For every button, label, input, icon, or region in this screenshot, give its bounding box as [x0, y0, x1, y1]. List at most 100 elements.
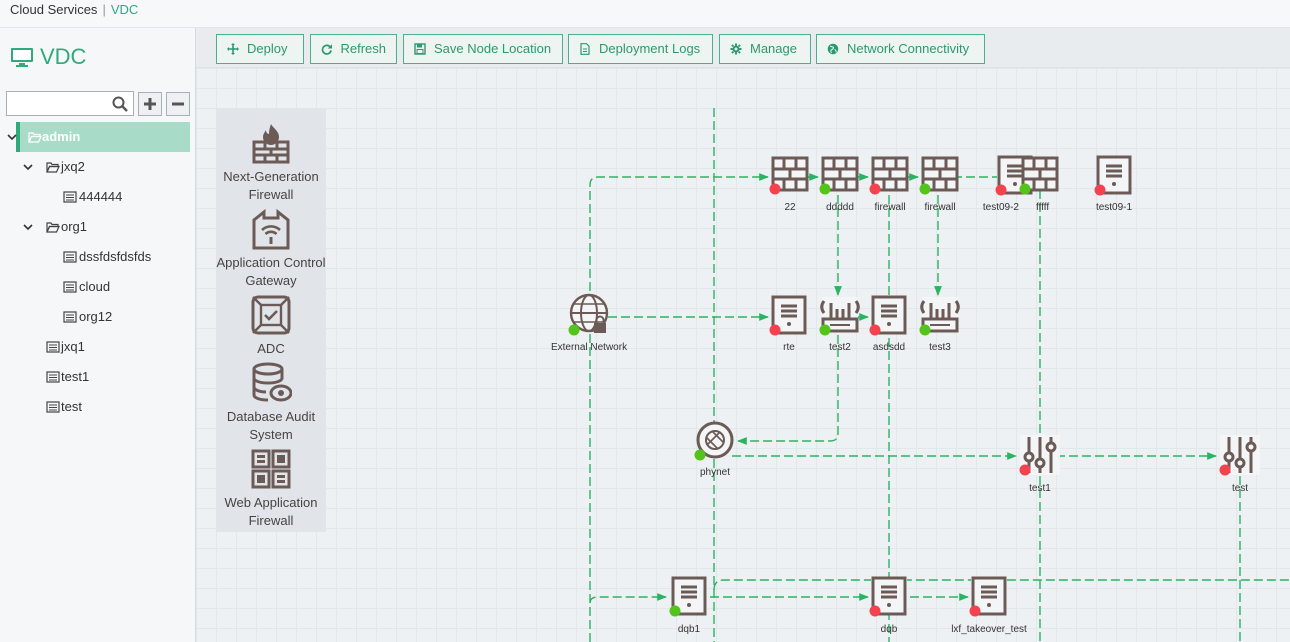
- topology-canvas[interactable]: External Network phynet 22 ddddd firewal…: [196, 68, 1290, 642]
- search-icon[interactable]: [111, 95, 129, 113]
- node-server-lxf-takeover-test[interactable]: lxf_takeover_test: [951, 575, 1027, 635]
- node-firewall-2[interactable]: firewall: [919, 155, 960, 213]
- network-connectivity-label: Network Connectivity: [847, 41, 970, 56]
- tree-node-test[interactable]: test: [0, 392, 196, 422]
- node-label: test: [1232, 483, 1248, 494]
- list-icon: [63, 311, 77, 323]
- node-label: fffff: [1036, 202, 1049, 213]
- web-firewall-icon: [251, 449, 291, 489]
- tree-node-org12[interactable]: org12: [0, 302, 196, 332]
- sidebar: VDC admin jxq2 444444: [0, 28, 196, 642]
- node-label: dqb: [881, 624, 898, 635]
- palette-label-waf: Web Application Firewall: [224, 495, 318, 528]
- breadcrumb-separator: |: [102, 2, 106, 17]
- refresh-label: Refresh: [340, 41, 386, 56]
- sidebar-title: VDC: [10, 44, 86, 70]
- node-label: phynet: [700, 467, 730, 478]
- palette-label-ngfw: Next-Generation Firewall: [223, 169, 319, 202]
- node-server-test09-2[interactable]: test09-2: [983, 154, 1035, 213]
- file-text-icon: [580, 43, 590, 55]
- tree-node-label: test1: [61, 369, 90, 384]
- topology-diagram: External Network phynet 22 ddddd firewal…: [551, 108, 1290, 642]
- node-firewall-22[interactable]: 22: [769, 155, 810, 213]
- tree-node-label: dssfdsfdsfds: [79, 249, 152, 264]
- save-icon: [414, 43, 426, 55]
- deployment-logs-button[interactable]: Deployment Logs: [568, 34, 713, 64]
- add-node-button[interactable]: [138, 91, 162, 116]
- chevron-down-icon[interactable]: [22, 221, 34, 233]
- node-label: firewall: [924, 202, 955, 213]
- minus-icon: [172, 102, 184, 105]
- palette-item-ngfw[interactable]: Next-Generation Firewall: [216, 122, 326, 204]
- node-server-test09-1[interactable]: test09-1: [1094, 154, 1134, 213]
- palette-item-waf[interactable]: Web Application Firewall: [216, 448, 326, 530]
- node-firewall-ddddd[interactable]: ddddd: [819, 155, 860, 213]
- node-router-test3[interactable]: test3: [919, 295, 960, 353]
- palette-item-adc[interactable]: ADC: [216, 294, 326, 358]
- node-server-dqb1[interactable]: dqb1: [669, 575, 709, 635]
- node-label: test09-2: [983, 202, 1020, 213]
- tree-search-input[interactable]: [7, 92, 111, 115]
- gear-icon: [730, 43, 742, 55]
- save-node-location-button[interactable]: Save Node Location: [403, 34, 563, 64]
- palette-item-das[interactable]: Database Audit System: [216, 362, 326, 444]
- folder-open-icon: [46, 162, 60, 173]
- palette-item-acg[interactable]: Application Control Gateway: [216, 208, 326, 290]
- deploy-button[interactable]: Deploy: [216, 34, 304, 64]
- tree-node-jxq2[interactable]: jxq2: [0, 152, 196, 182]
- tree-node-admin[interactable]: admin: [7, 122, 190, 152]
- palette-label-acg: Application Control Gateway: [216, 255, 326, 288]
- tree-node-label: admin: [42, 129, 81, 144]
- node-label: 22: [784, 202, 796, 213]
- remove-node-button[interactable]: [166, 91, 190, 116]
- breadcrumb: Cloud Services | VDC: [0, 0, 1290, 28]
- node-label: test2: [829, 342, 851, 353]
- node-firewall-fffff[interactable]: fffff: [1019, 155, 1060, 213]
- node-label: test3: [929, 342, 951, 353]
- node-firewall-1[interactable]: firewall: [869, 155, 910, 213]
- node-phynet[interactable]: phynet: [694, 421, 734, 478]
- tree-search-row: [6, 91, 190, 116]
- node-label: ddddd: [826, 202, 854, 213]
- tree-node-jxq1[interactable]: jxq1: [0, 332, 196, 362]
- tree-node-cloud[interactable]: cloud: [0, 272, 196, 302]
- breadcrumb-current: VDC: [110, 2, 139, 17]
- node-server-dqb[interactable]: dqb: [869, 575, 909, 635]
- node-label: dqb1: [678, 624, 701, 635]
- tree-node-dssfdsfdsfds[interactable]: dssfdsfdsfds: [0, 242, 196, 272]
- node-external-network[interactable]: External Network: [551, 293, 628, 353]
- globe-icon: [827, 43, 839, 55]
- palette-label-adc: ADC: [257, 341, 285, 356]
- list-icon: [46, 401, 60, 413]
- tree-node-label: cloud: [79, 279, 111, 294]
- palette-label-das: Database Audit System: [226, 409, 316, 442]
- tree-node-label: org12: [79, 309, 113, 324]
- save-node-location-label: Save Node Location: [434, 41, 552, 56]
- refresh-button[interactable]: Refresh: [310, 34, 397, 64]
- tree-node-444444[interactable]: 444444: [0, 182, 196, 212]
- chevron-down-icon[interactable]: [22, 161, 34, 173]
- refresh-icon: [321, 44, 332, 55]
- node-label: test1: [1029, 483, 1051, 494]
- chevron-down-icon[interactable]: [6, 131, 18, 143]
- tree-node-org1[interactable]: org1: [0, 212, 196, 242]
- adc-check-icon: [251, 295, 291, 335]
- toolbar: Deploy Refresh Save Node Location Deploy…: [196, 28, 1290, 68]
- node-switch-test1[interactable]: test1: [1018, 433, 1062, 494]
- org-tree: admin jxq2 444444 org1 dssfdsfdsfds clou…: [0, 122, 196, 422]
- node-label: lxf_takeover_test: [951, 624, 1027, 635]
- node-switch-test[interactable]: test: [1218, 433, 1262, 494]
- deploy-label: Deploy: [247, 41, 288, 56]
- folder-open-icon: [46, 222, 60, 233]
- node-label: test09-1: [1096, 202, 1133, 213]
- node-label: External Network: [551, 342, 628, 353]
- breadcrumb-root[interactable]: Cloud Services: [10, 2, 98, 17]
- wifi-gateway-icon: [252, 208, 290, 250]
- manage-button[interactable]: Manage: [719, 34, 811, 64]
- node-label: rte: [783, 342, 795, 353]
- network-connectivity-button[interactable]: Network Connectivity: [816, 34, 985, 64]
- node-router-test2[interactable]: test2: [819, 295, 860, 353]
- node-server-rte[interactable]: rte: [769, 294, 809, 353]
- tree-node-test1[interactable]: test1: [0, 362, 196, 392]
- node-server-asdsdd[interactable]: asdsdd: [869, 294, 909, 353]
